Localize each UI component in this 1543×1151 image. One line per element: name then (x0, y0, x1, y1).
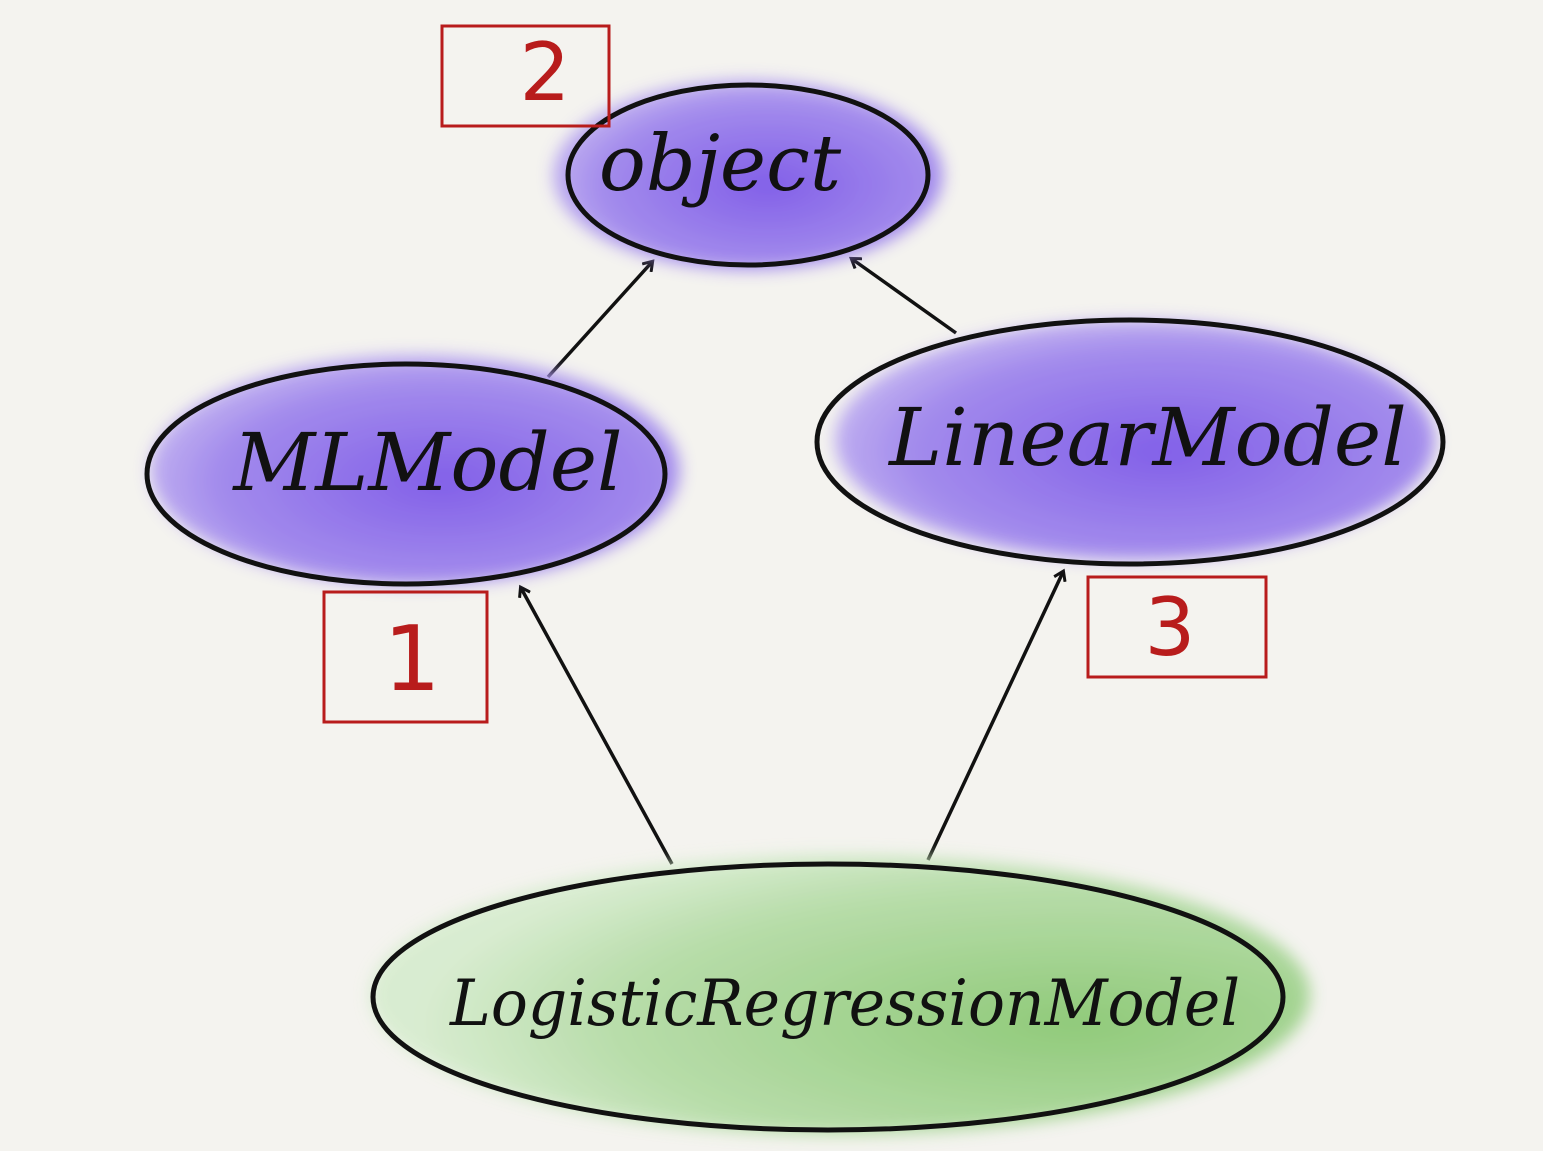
marker-3: 3 (1086, 575, 1268, 679)
node-logistic-regression-model: LogisticRegressionModel (370, 855, 1310, 1135)
node-label-object: object (599, 119, 842, 209)
node-label-logistic: LogisticRegressionModel (449, 967, 1240, 1041)
edge-linearmodel-to-object (852, 259, 958, 335)
marker-2: 2 (440, 24, 611, 128)
marker-1: 1 (322, 590, 489, 724)
marker-label-3: 3 (1145, 581, 1196, 674)
edge-logistic-to-mlmodel (521, 588, 674, 865)
node-label-mlmodel: MLModel (231, 416, 622, 509)
node-object: object (553, 80, 943, 270)
edges (521, 259, 1063, 865)
edge-mlmodel-to-object (546, 262, 652, 379)
marker-label-2: 2 (520, 26, 571, 119)
node-label-linearmodel: LinearModel (887, 391, 1407, 484)
node-mlmodel: MLModel (144, 355, 680, 587)
marker-label-1: 1 (383, 607, 440, 712)
node-linearmodel: LinearModel (814, 317, 1446, 567)
edge-logistic-to-linearmodel (926, 572, 1063, 861)
